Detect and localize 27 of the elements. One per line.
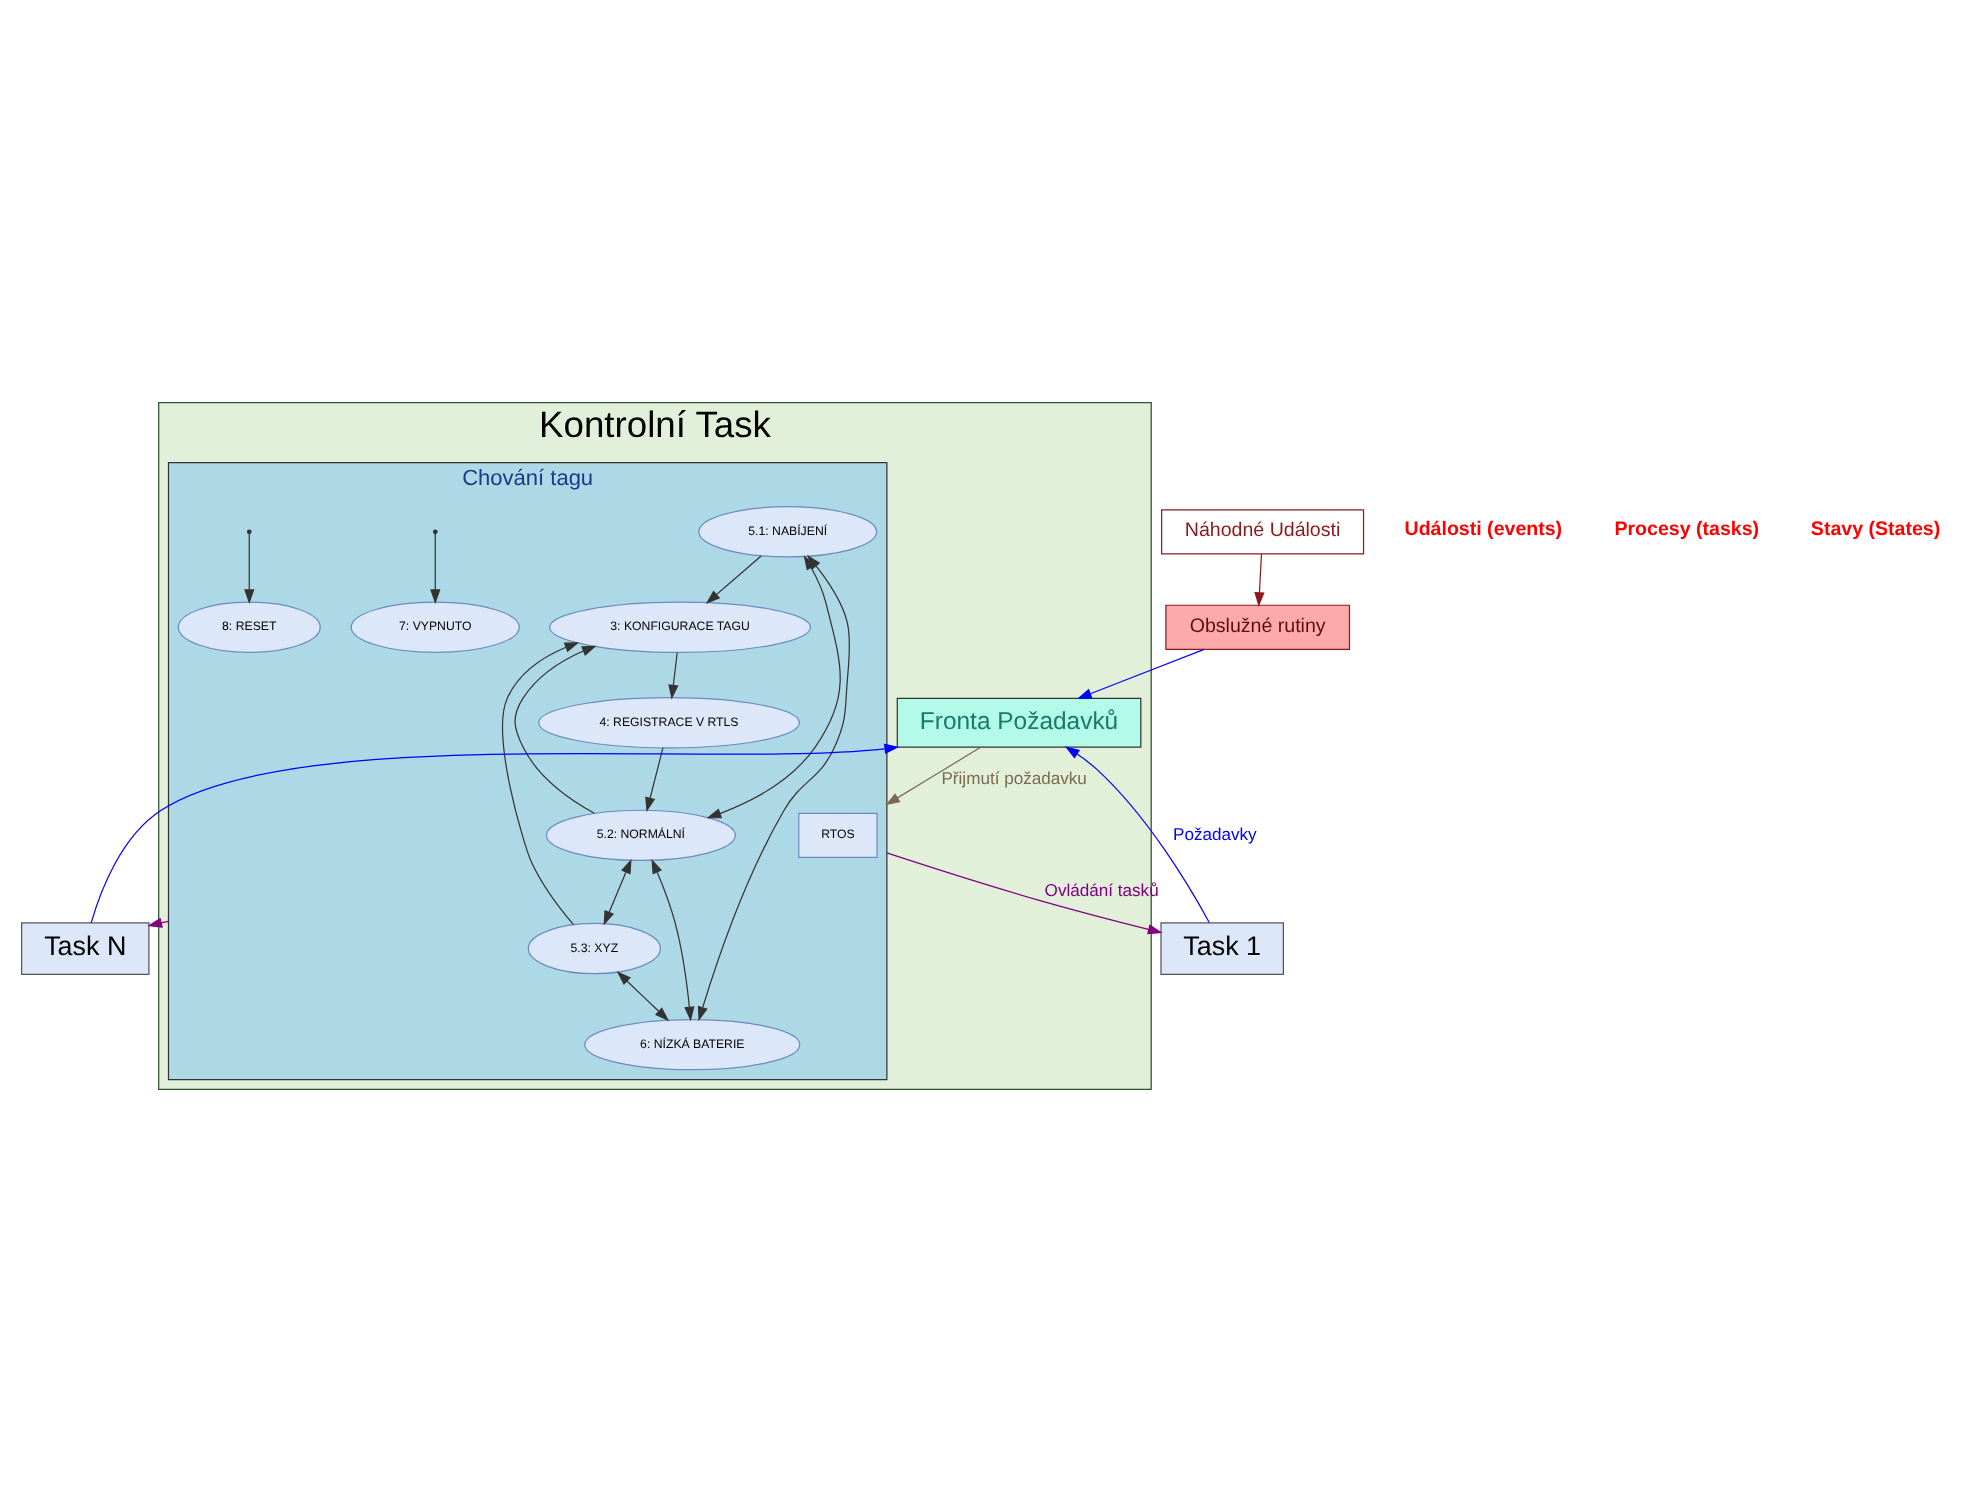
node-box: Náhodné Události (1161, 509, 1365, 555)
node-box: Task N (21, 922, 150, 975)
arrow (1076, 648, 1205, 699)
arrow (603, 858, 632, 926)
edge-label: Požadavky (1173, 823, 1257, 844)
arrow (244, 533, 255, 605)
arrow (885, 746, 982, 806)
node-box: Fronta Požadavků (896, 697, 1142, 748)
arrow (705, 555, 762, 604)
label: Stavy (States) (1810, 519, 1941, 542)
arrow (651, 858, 695, 1022)
arrow (886, 852, 1163, 935)
arrow (645, 747, 664, 813)
arrow (147, 917, 170, 928)
node-box: Obslužné rutiny (1165, 604, 1351, 650)
arrow (90, 743, 900, 924)
arrow (430, 533, 441, 605)
arrow (668, 651, 679, 700)
arrow (1064, 746, 1210, 924)
label: Procesy (tasks) (1614, 519, 1760, 542)
arrow (514, 645, 597, 814)
arrow (502, 642, 580, 926)
arrow (1254, 553, 1265, 607)
arrow (616, 971, 670, 1022)
node-box: Task 1 (1160, 922, 1284, 975)
edge-label: Přijmutí požadavku (941, 767, 1087, 788)
label: Události (events) (1404, 519, 1563, 542)
